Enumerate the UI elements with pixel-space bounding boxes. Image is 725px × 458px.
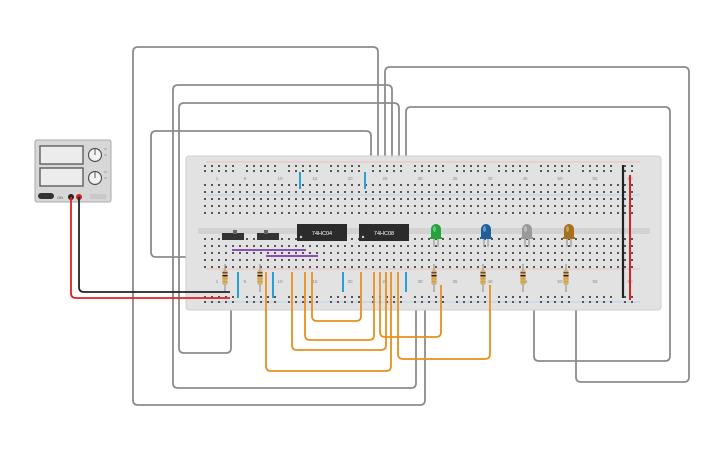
column-label-top: 45 bbox=[522, 176, 528, 181]
wire-orange-6[interactable] bbox=[397, 272, 491, 360]
led-brown[interactable] bbox=[563, 224, 575, 247]
column-labels: 1510152025303540455055601510152025303540… bbox=[216, 176, 633, 284]
resistor[interactable] bbox=[480, 264, 486, 292]
blue-jumpers bbox=[237, 172, 407, 298]
voltage-display bbox=[39, 145, 84, 165]
gray-wires bbox=[132, 46, 690, 406]
ic-74hc04[interactable]: 74HC04 bbox=[297, 224, 347, 241]
center-channel bbox=[198, 228, 650, 234]
orange-wires bbox=[265, 272, 491, 372]
column-label-bottom: 15 bbox=[312, 279, 318, 284]
column-label-bottom: 10 bbox=[277, 279, 283, 284]
led-green[interactable] bbox=[430, 224, 442, 247]
resistor[interactable] bbox=[257, 264, 263, 292]
power-supply[interactable]: ON bbox=[34, 139, 112, 203]
resistor[interactable] bbox=[431, 264, 437, 292]
resistor[interactable] bbox=[520, 264, 526, 292]
ic-74hc08-label: 74HC08 bbox=[374, 231, 394, 237]
purple-wires bbox=[232, 249, 318, 257]
breadboard: 1510152025303540455055601510152025303540… bbox=[185, 155, 662, 311]
power-switch[interactable] bbox=[38, 193, 54, 199]
column-label-top: 40 bbox=[487, 176, 493, 181]
column-label-top: 50 bbox=[557, 176, 563, 181]
led-blue[interactable] bbox=[480, 224, 492, 247]
column-label-top: 30 bbox=[417, 176, 423, 181]
column-label-bottom: 30 bbox=[417, 279, 423, 284]
slide-switch-b[interactable] bbox=[257, 230, 279, 240]
resistor[interactable] bbox=[222, 264, 228, 292]
wire-gray-left-4[interactable] bbox=[150, 130, 372, 258]
column-label-top: 15 bbox=[312, 176, 318, 181]
current-display bbox=[39, 167, 84, 187]
wire-orange-2[interactable] bbox=[291, 272, 387, 351]
led-gray[interactable] bbox=[521, 224, 533, 247]
wire-gray-outer-left[interactable] bbox=[132, 46, 426, 406]
power-leads bbox=[70, 197, 230, 299]
column-label-bottom: 5 bbox=[244, 279, 247, 284]
column-label-top: 1 bbox=[216, 176, 219, 181]
resistors bbox=[222, 264, 569, 292]
column-label-top: 10 bbox=[277, 176, 283, 181]
power-switch-label: ON bbox=[57, 195, 63, 200]
column-label-bottom: 1 bbox=[216, 279, 219, 284]
column-label-top: 55 bbox=[592, 176, 598, 181]
column-label-bottom: 50 bbox=[557, 279, 563, 284]
column-label-bottom: 40 bbox=[487, 279, 493, 284]
slide-switch-a[interactable] bbox=[222, 230, 244, 240]
wire-orange-1[interactable] bbox=[265, 272, 392, 372]
wire-gray-left-3[interactable] bbox=[178, 102, 400, 354]
leds bbox=[430, 224, 575, 247]
column-label-bottom: 20 bbox=[347, 279, 353, 284]
column-label-top: 25 bbox=[382, 176, 388, 181]
wire-orange-4[interactable] bbox=[311, 272, 362, 322]
column-label-top: 20 bbox=[347, 176, 353, 181]
ic-74hc04-label: 74HC04 bbox=[312, 231, 332, 237]
lead-red[interactable] bbox=[70, 197, 230, 299]
column-label-top: 5 bbox=[244, 176, 247, 181]
lead-black[interactable] bbox=[78, 197, 230, 293]
ic-74hc08[interactable]: 74HC08 bbox=[359, 224, 409, 241]
wire-orange-5[interactable] bbox=[379, 272, 442, 338]
wire-gray-left-2[interactable] bbox=[172, 84, 417, 389]
resistor[interactable] bbox=[563, 264, 569, 292]
column-label-top: 35 bbox=[452, 176, 458, 181]
wire-gray-right-outer[interactable] bbox=[384, 66, 690, 383]
wire-gray-right-inner[interactable] bbox=[405, 106, 671, 362]
column-label-bottom: 35 bbox=[452, 279, 458, 284]
column-label-bottom: 55 bbox=[592, 279, 598, 284]
wire-orange-3[interactable] bbox=[304, 272, 375, 341]
breadboard-holes[interactable] bbox=[204, 165, 633, 303]
